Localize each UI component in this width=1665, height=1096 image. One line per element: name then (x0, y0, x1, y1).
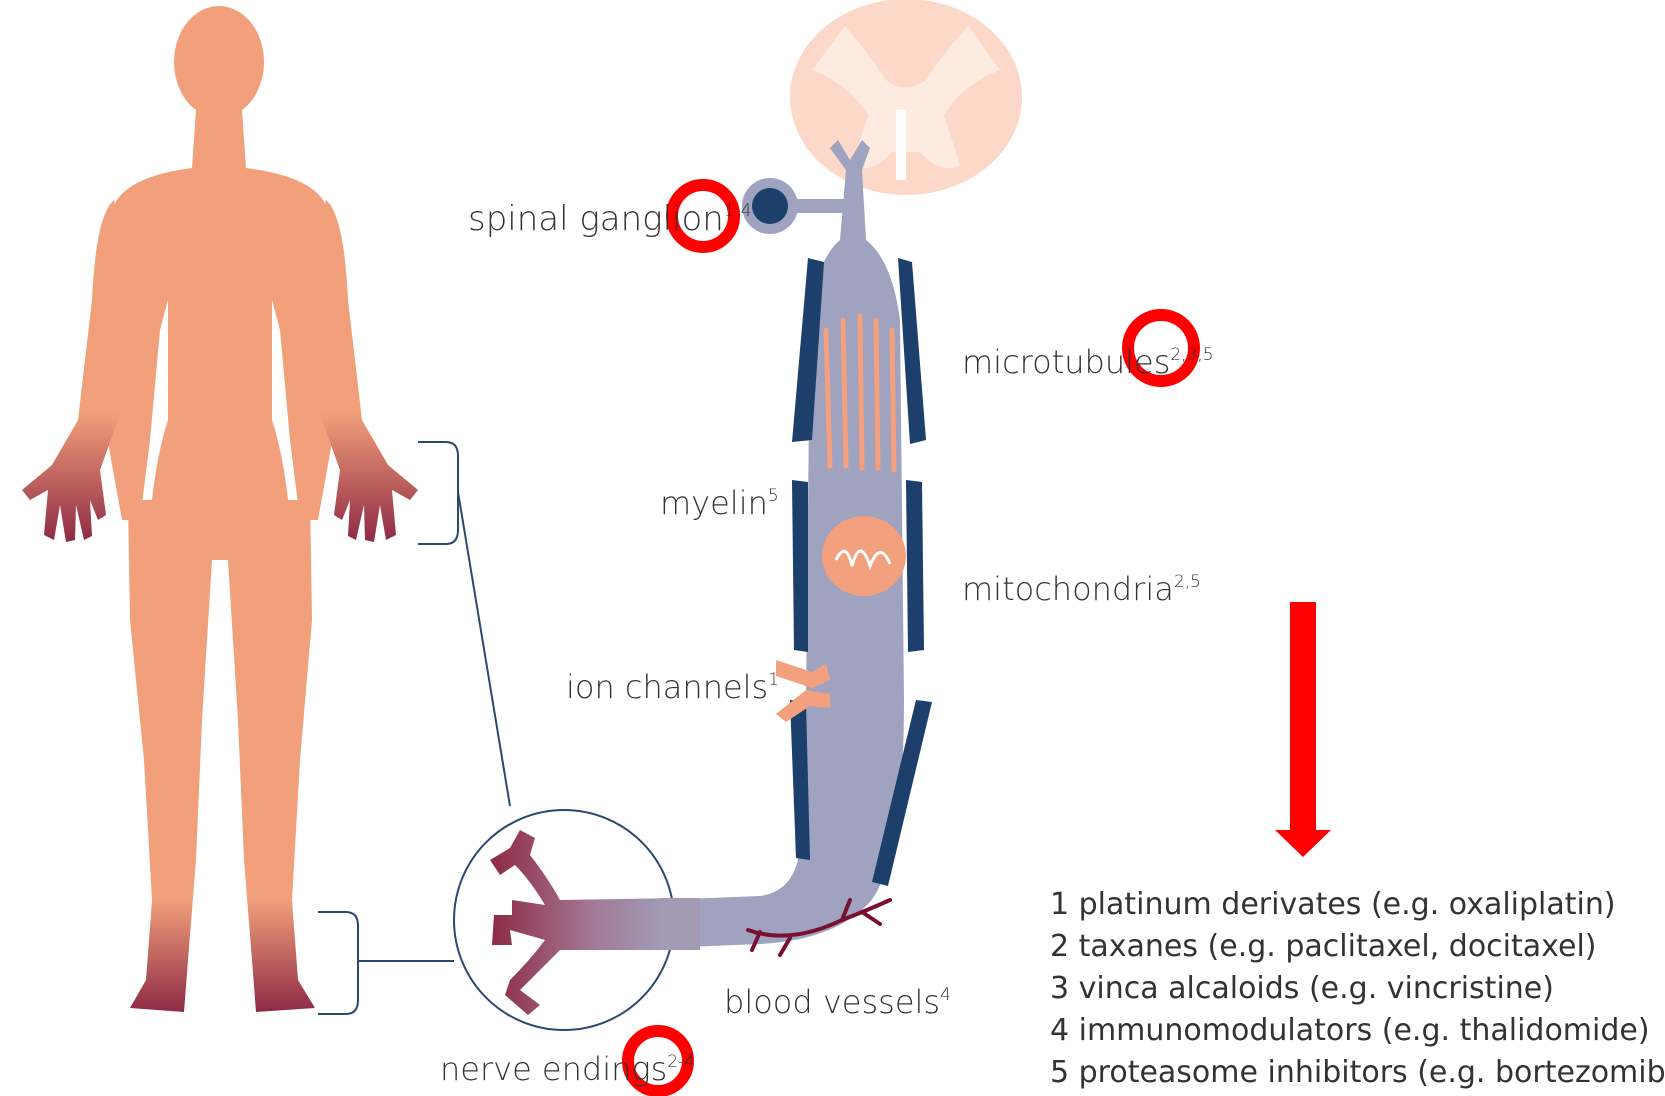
label-myelin: myelin5 (660, 484, 779, 522)
neck-torso (100, 110, 340, 520)
spinal-ganglion-node (742, 178, 850, 234)
down-arrow (1275, 602, 1331, 857)
label-spinal-ganglion: spinal ganglion1-4 (468, 199, 752, 239)
human-body-silhouette (22, 6, 418, 1012)
left-arm (22, 200, 132, 542)
legend-item-5: 5 proteasome inhibitors (e.g. bortezomib… (1050, 1055, 1665, 1090)
foot-bracket (318, 912, 358, 1014)
nerve-endings-circle (454, 810, 700, 1030)
legend-item-3: 3 vinca alcaloids (e.g. vincristine) (1050, 971, 1554, 1006)
legend-item-1: 1 platinum derivates (e.g. oxaliplatin) (1050, 887, 1616, 922)
label-nerve-endings: nerve endings2-4 (440, 1050, 695, 1088)
head (174, 6, 264, 118)
label-mitochondria: mitochondria2,5 (962, 570, 1201, 608)
connector-hand-to-circle (458, 492, 510, 806)
mitochondrion-drawing (822, 516, 906, 596)
legend-item-2: 2 taxanes (e.g. paclitaxel, docitaxel) (1050, 929, 1597, 964)
label-blood-vessels: blood vessels4 (724, 983, 951, 1021)
spinal-cord-cross-section (790, 0, 1022, 195)
legs (128, 500, 315, 1012)
drug-class-legend: 1 platinum derivates (e.g. oxaliplatin) … (1050, 887, 1665, 1090)
legend-item-4: 4 immunomodulators (e.g. thalidomide) (1050, 1013, 1650, 1048)
right-arm (308, 200, 418, 542)
label-ion-channels: ion channels1 (566, 668, 779, 706)
hand-bracket (418, 442, 458, 544)
